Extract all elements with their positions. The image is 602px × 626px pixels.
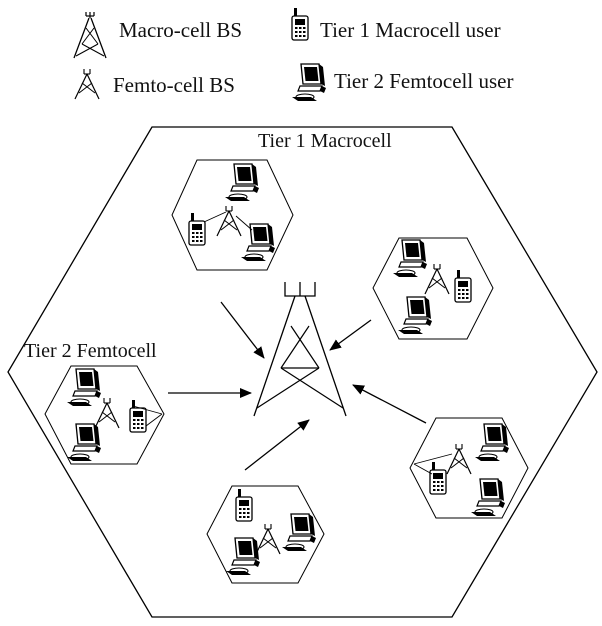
computer-icon (392, 239, 428, 278)
legend-macro-bs-label: Macro-cell BS (119, 18, 242, 42)
femto-tower-icon (424, 263, 450, 295)
arrow (244, 419, 310, 471)
computer-icon (225, 537, 261, 576)
femtocell-left: Tier 2 Femtocell (24, 340, 165, 465)
computer-icon (281, 513, 317, 552)
femto-tower-icon (94, 397, 120, 429)
computer-icon (291, 63, 327, 102)
femtocell-hexagon (409, 417, 529, 519)
femto-tower-icon (255, 523, 281, 555)
macro-tower-icon (73, 11, 107, 59)
computer-icon (474, 423, 510, 462)
phone-icon (454, 269, 472, 303)
femtocell-bottom (206, 485, 325, 584)
arrow (352, 384, 427, 424)
femto-tower-icon (216, 205, 242, 237)
legend-femto-bs-label: Femto-cell BS (113, 73, 235, 97)
phone-icon (291, 7, 309, 41)
computer-icon (240, 223, 276, 262)
computer-icon (66, 368, 102, 407)
phone-icon (235, 488, 253, 522)
phone-icon (129, 399, 147, 433)
femtocell-right (372, 237, 494, 340)
femtocell-bottom-right (409, 417, 529, 519)
computer-icon (397, 296, 433, 335)
computer-icon (224, 163, 260, 202)
legend-tier1-user-label: Tier 1 Macrocell user (320, 18, 501, 42)
femtocell-hexagon (372, 237, 494, 340)
femtocell-hexagon (206, 485, 325, 584)
arrow (220, 301, 265, 359)
macrocell-label: Tier 1 Macrocell (258, 130, 392, 152)
femtocell-top (171, 159, 294, 271)
femto-tower-icon (446, 443, 472, 475)
legend-tier2-user-label: Tier 2 Femtocell user (334, 69, 513, 93)
femtocell-label: Tier 2 Femtocell (24, 340, 157, 362)
phone-icon (429, 461, 447, 495)
computer-icon (66, 423, 102, 462)
arrow (329, 319, 372, 351)
phone-icon (188, 212, 206, 246)
macrocell-hexagon (7, 126, 598, 618)
femto-tower-icon (74, 68, 100, 100)
computer-icon (470, 478, 506, 517)
femtocell-hexagon (44, 365, 165, 465)
uplink-arrows (168, 301, 427, 471)
legend: Macro-cell BS Tier 1 Macrocell user Femt… (73, 7, 513, 102)
femtocell-hexagon (171, 159, 294, 271)
